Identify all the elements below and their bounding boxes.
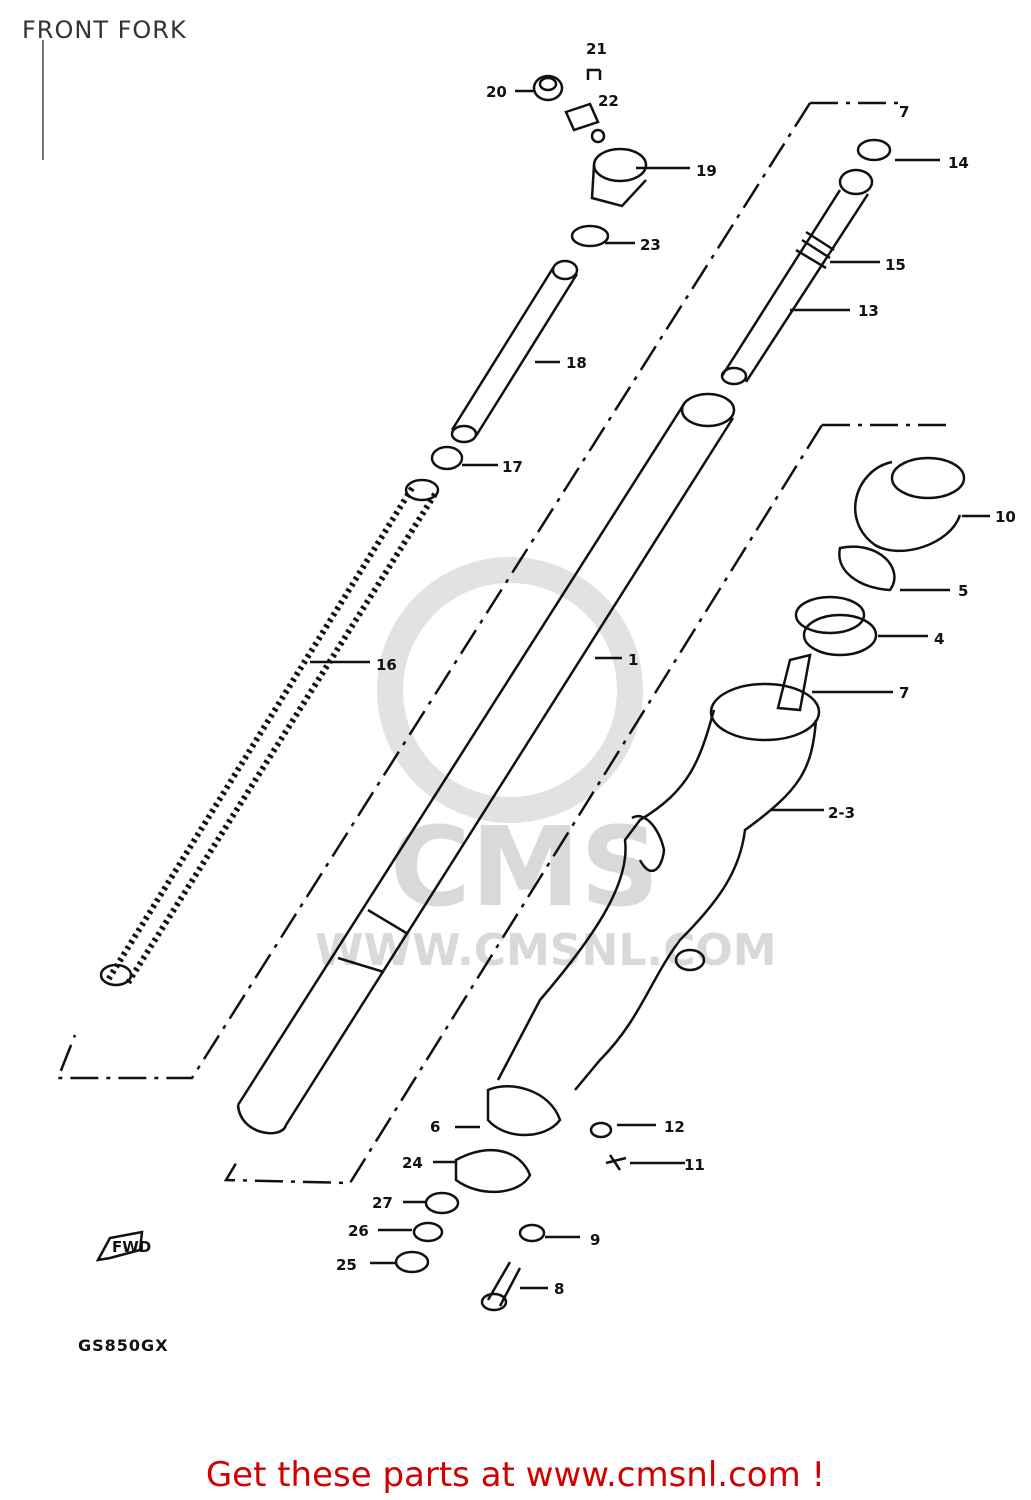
part-label-4: 4 [934,630,944,648]
page-title: FRONT FORK [22,16,187,44]
part-17-seat [430,445,464,471]
part-label-13: 13 [858,302,879,320]
part-label-18: 18 [566,354,587,372]
left-rule [42,40,44,160]
part-label-2-3: 2-3 [828,804,855,822]
watermark: CMS WWW.CMSNL.COM [315,557,777,976]
part-16-spring-top [404,478,440,502]
model-code: GS850GX [78,1336,169,1355]
forward-arrow-text: FWD [112,1238,151,1256]
part-label-20: 20 [486,83,507,101]
part-label-24: 24 [402,1154,423,1172]
part-4-oil-seal [794,595,878,657]
guide-line-spring [56,101,905,1080]
part-14-seal [856,138,892,162]
part-2-3-outer-tube [496,682,821,1091]
part-label-15: 15 [885,256,906,274]
part-25-nut [394,1250,430,1274]
part-labels: 1 2-3 4 5 6 7 7 8 9 10 11 12 13 14 15 16 17 18 19 20 21 22 23 2… [336,40,1016,1298]
part-label-5: 5 [958,582,968,600]
part-12-washer [589,1121,613,1139]
part-1-inner-tube [236,392,736,1135]
part-label-6: 6 [430,1118,440,1136]
part-label-8: 8 [554,1280,564,1298]
part-label-22: 22 [598,92,619,110]
part-21-22-valve [564,102,606,144]
part-26-washer [412,1221,444,1243]
part-label-12: 12 [664,1118,685,1136]
part-9-washer [518,1223,546,1243]
part-19-cap-bolt [590,147,648,208]
part-label-23: 23 [640,236,661,254]
part-5-clip [838,545,896,592]
part-16-spring [105,486,438,988]
part-label-7: 7 [899,103,909,121]
part-7-rod-seat [776,653,812,712]
part-6-axle-holder [486,1085,562,1137]
leader-lines [310,68,990,1290]
part-13-damper-rod [720,168,874,386]
part-label-9: 9 [590,1231,600,1249]
part-11-bolt [605,1154,627,1171]
part-23-o-ring [570,224,610,248]
exploded-parts-diagram: CMS WWW.CMSNL.COM [56,40,1016,1312]
part-label-7: 7 [899,684,909,702]
part-10-boot [854,456,966,553]
part-label-11: 11 [684,1156,705,1174]
part-label-19: 19 [696,162,717,180]
part-15-piston-ring [795,230,835,270]
part-label-21: 21 [586,40,607,58]
part-label-27: 27 [372,1194,393,1212]
part-18-spacer [450,259,579,444]
footer-link-text[interactable]: Get these parts at www.cmsnl.com ! [205,1455,826,1495]
watermark-brand: CMS [390,803,659,931]
part-16-spring-bottom [99,963,133,987]
part-label-17: 17 [502,458,523,476]
part-24-axle-cap [454,1149,532,1194]
part-label-16: 16 [376,656,397,674]
part-label-1: 1 [628,651,638,669]
part-label-26: 26 [348,1222,369,1240]
guide-line-tube [223,423,950,1185]
forward-arrow: FWD [95,1230,151,1262]
part-label-10: 10 [995,508,1016,526]
part-label-14: 14 [948,154,969,172]
part-label-25: 25 [336,1256,357,1274]
part-20-cap-nut [532,74,564,102]
part-27-washer [424,1191,460,1215]
